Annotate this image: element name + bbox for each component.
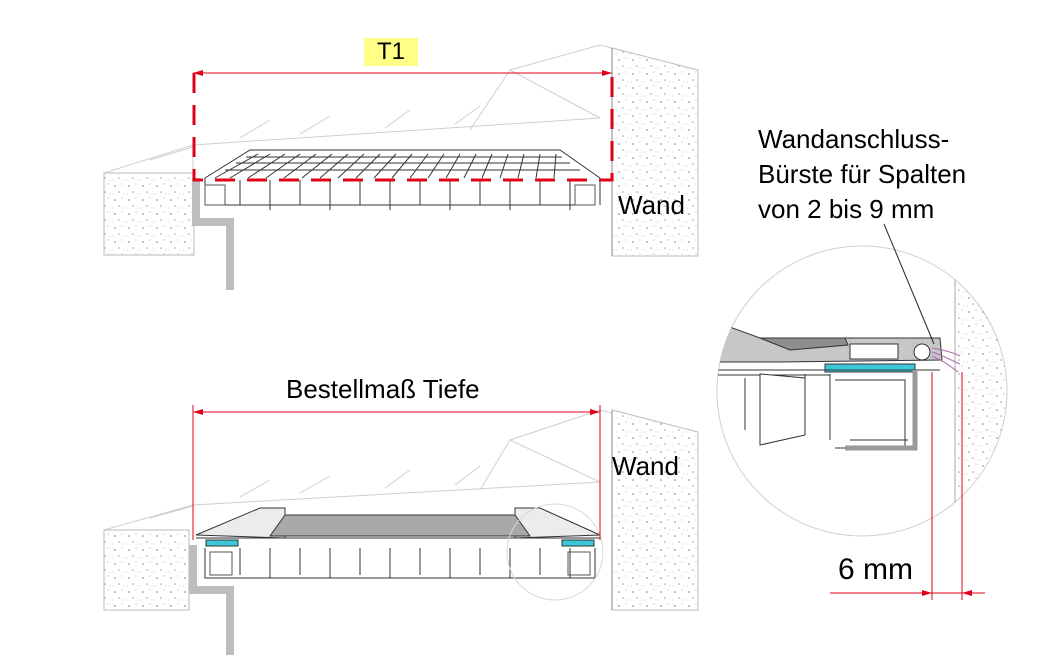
detail-view — [716, 223, 1008, 600]
brush-callout: Wandanschluss- Bürste für Spalten von 2 … — [758, 122, 966, 227]
wall-bottom — [611, 409, 699, 611]
dimension-t1 — [192, 70, 614, 182]
grating-top — [204, 149, 601, 210]
concrete-block-left-top — [103, 172, 195, 256]
dimension-order-depth — [192, 405, 601, 540]
frame-angle-bottom — [189, 545, 234, 655]
detail-marker — [506, 503, 604, 601]
t1-label: T1 — [364, 38, 418, 66]
wall-label-bottom: Wand — [612, 451, 679, 481]
order-depth-label: Bestellmaß Tiefe — [286, 374, 480, 404]
gap-dimension-label: 6 mm — [838, 553, 913, 586]
wall-label-top: Wand — [618, 190, 685, 220]
frame-angle-top — [192, 178, 234, 290]
callout-line-3: von 2 bis 9 mm — [758, 194, 935, 224]
concrete-block-left-bottom — [103, 529, 190, 611]
callout-line-1: Wandanschluss- — [758, 124, 950, 154]
bottom-figure — [103, 405, 699, 655]
mat-bottom — [195, 507, 601, 579]
top-figure — [103, 44, 699, 290]
floor-tiles-top — [103, 44, 613, 174]
callout-leader — [883, 223, 935, 345]
callout-line-2: Bürste für Spalten — [758, 159, 967, 189]
wall-top — [611, 47, 699, 257]
dimension-6mm — [830, 372, 985, 600]
